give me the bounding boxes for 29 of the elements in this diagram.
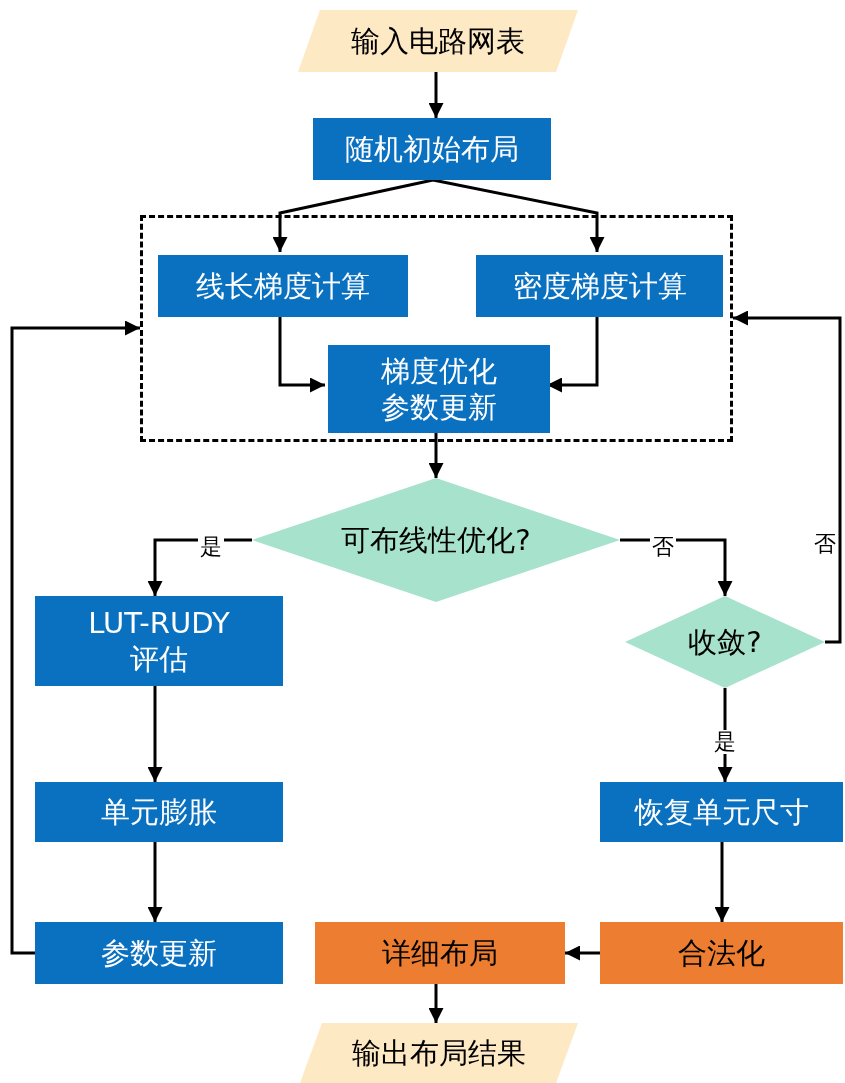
- edge-label: 否: [650, 535, 676, 560]
- arrow: [714, 842, 730, 922]
- decision-diamond: 可布线性优化?: [252, 478, 620, 602]
- process-box: 线长梯度计算: [158, 255, 408, 317]
- process-box: 单元膨胀: [35, 782, 283, 842]
- dashed-group-box: [140, 215, 733, 442]
- arrow: [428, 984, 444, 1023]
- io-parallelogram: 输出布局结果: [300, 1023, 578, 1083]
- edge-label: 是: [712, 730, 738, 755]
- process-box: 参数更新: [35, 922, 283, 984]
- arrow: [272, 178, 434, 252]
- edge-label: 是: [198, 535, 224, 560]
- arrow: [733, 310, 842, 644]
- process-box: 梯度优化参数更新: [328, 345, 550, 433]
- process-box: 详细布局: [315, 922, 565, 984]
- process-box: 恢复单元尺寸: [600, 782, 843, 842]
- process-box: 密度梯度计算: [476, 255, 723, 317]
- arrow: [432, 178, 605, 252]
- process-box: LUT-RUDY 评估: [35, 596, 283, 686]
- arrow: [10, 320, 140, 955]
- arrow: [565, 945, 600, 961]
- edge-label: 否: [812, 532, 838, 557]
- arrow: [147, 686, 163, 782]
- arrow: [147, 842, 163, 922]
- process-box: 随机初始布局: [313, 118, 551, 180]
- decision-diamond: 收敛?: [625, 596, 825, 688]
- process-box: 合法化: [600, 922, 843, 984]
- arrow: [428, 72, 444, 118]
- io-parallelogram: 输入电路网表: [298, 10, 578, 72]
